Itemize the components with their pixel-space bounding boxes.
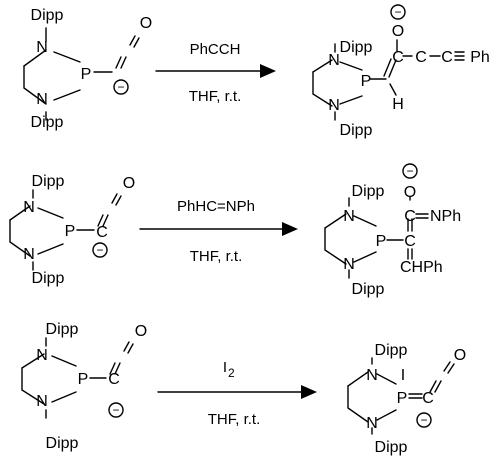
negative-charge-circle [113,79,129,95]
o-atom: O [392,23,404,40]
n-atom: N [36,91,48,108]
reagent-subscript: 2 [228,366,235,380]
conditions-label: THF, r.t. [189,88,242,105]
reagent-label: PhCCH [190,41,241,58]
reaction-3: Dipp N P N Dipp C − O I 2 THF, r.t. [21,321,466,456]
c-atom: C [404,208,416,225]
product-1: Dipp N P N Dipp C O − H C C Ph [312,4,490,139]
o-atom: O [404,184,416,201]
dipp-label: Dipp [340,39,373,56]
dipp-label: Dipp [31,7,64,24]
product-2: Dipp N P N Dipp C C O − NPh CHPh [324,163,461,298]
negative-charge-circle [416,412,432,428]
n-atom: N [23,199,35,216]
reactant-3: Dipp N P N Dipp C − O [21,321,147,452]
c-atom: C [392,49,404,66]
p-atom: P [397,390,408,407]
o-atom: O [454,347,466,364]
h-atom: H [392,96,404,113]
p-atom: P [376,233,387,250]
phenyl-label: Ph [470,49,490,66]
c-atom: C [415,49,427,66]
negative-charge-sign: − [420,413,427,427]
c-atom: C [108,371,120,388]
p-atom: P [81,66,92,83]
reaction-arrow-2: PhHC=NPh THF, r.t. [139,198,298,265]
n-atom: N [366,415,378,432]
dipp-label: Dipp [352,281,385,298]
dipp-label: Dipp [375,342,408,359]
chph-group: CHPh [400,259,443,276]
n-atom: N [328,52,340,69]
c-atom: C [422,390,434,407]
reaction-arrow-1: PhCCH THF, r.t. [155,41,276,105]
iodine-atom: I [401,367,405,384]
o-atom: O [123,175,135,192]
reagent-label: I [223,359,227,376]
p-atom: P [65,223,76,240]
negative-charge-circle [390,4,406,20]
o-atom: O [135,323,147,340]
n-atom: N [343,256,355,273]
dipp-label: Dipp [340,122,373,139]
negative-charge-sign: − [394,5,401,19]
negative-charge-sign: − [96,243,103,257]
p-atom: P [361,73,372,90]
dipp-label: Dipp [375,439,408,456]
reactant-2: Dipp N P N Dipp C − O [9,173,135,287]
product-3: Dipp N P I N Dipp C − O [347,342,466,456]
p-atom: P [78,371,89,388]
dipp-label: Dipp [32,270,65,287]
n-atom: N [328,97,340,114]
o-atom: O [140,15,152,32]
dipp-label: Dipp [32,173,65,190]
dipp-label: Dipp [352,183,385,200]
n-atom: N [23,246,35,263]
c-atom: C [96,224,108,241]
negative-charge-sign: − [406,164,413,178]
c-atom: C [441,49,453,66]
n-atom: N [343,208,355,225]
n-atom: N [36,347,48,364]
reaction-1: Dipp N P N Dipp − O PhCCH THF, r.t. [23,4,490,139]
negative-charge-circle [402,163,418,179]
conditions-label: THF, r.t. [208,411,261,428]
dipp-label: Dipp [46,321,79,338]
negative-charge-circle [108,402,124,418]
dipp-label: Dipp [31,114,64,131]
conditions-label: THF, r.t. [190,248,243,265]
negative-charge-circle [92,242,108,258]
c-atom: C [404,233,416,250]
reaction-arrow-3: I 2 THF, r.t. [157,359,317,428]
reaction-2: Dipp N P N Dipp C − O PhHC=NPh THF, r.t. [9,163,461,298]
reactant-1: Dipp N P N Dipp − O [23,7,152,131]
dipp-label: Dipp [46,435,79,452]
negative-charge-sign: − [117,80,124,94]
n-atom: N [366,367,378,384]
nph-group: NPh [430,208,461,225]
n-atom: N [36,39,48,56]
reagent-label: PhHC=NPh [177,198,255,215]
negative-charge-sign: − [112,403,119,417]
n-atom: N [36,393,48,410]
